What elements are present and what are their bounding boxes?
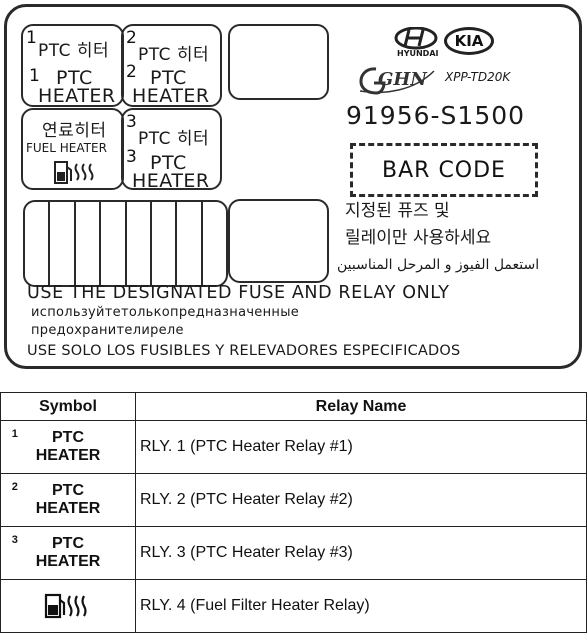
slot-3-number: 3 (126, 112, 137, 132)
model-code: XPP-TD20K (445, 70, 511, 84)
symbol-cell: 3 PTC HEATER (0, 526, 136, 580)
table-row: RLY. 4 (Fuel Filter Heater Relay) (0, 579, 587, 633)
fuse-slot (152, 202, 178, 285)
slot-3-heater-number: 3 (126, 147, 137, 167)
slot-3-heater-line2: HEATER (132, 170, 210, 192)
relay-table: Symbol Relay Name 1 PTC HEATER RLY. 1 (P… (0, 392, 587, 633)
symbol-line1: PTC (52, 429, 84, 446)
russian-instruction-line2: предохранителиреле (31, 323, 184, 338)
table-row: 2 PTC HEATER RLY. 2 (PTC Heater Relay #2… (0, 473, 587, 527)
table-header-row: Symbol Relay Name (0, 392, 587, 421)
relay-name-cell: RLY. 3 (PTC Heater Relay #3) (135, 526, 587, 580)
symbol-line1: PTC (52, 535, 84, 552)
slot-2-heater-line2: HEATER (132, 85, 210, 107)
fuse-box-label: 1 PTC 히터 1 PTC HEATER 2 PTC 히터 2 PTC HEA… (4, 4, 582, 369)
slot-2-heater-number: 2 (126, 62, 137, 82)
slot-1-heater-number: 1 (29, 66, 40, 86)
relay-name-header: Relay Name (135, 392, 587, 421)
fuse-slot (50, 202, 76, 285)
spanish-instruction: USE SOLO LOS FUSIBLES Y RELEVADORES ESPE… (27, 343, 461, 359)
fuel-heater-english: FUEL HEATER (26, 141, 107, 155)
symbol-number: 1 (11, 428, 18, 440)
symbol-line2: HEATER (35, 447, 101, 464)
slot-1-number: 1 (26, 28, 37, 48)
fuel-heater-slot: 연료히터 FUEL HEATER (21, 108, 124, 190)
english-instruction: USE THE DESIGNATED FUSE AND RELAY ONLY (27, 283, 450, 303)
symbol-header: Symbol (0, 392, 136, 421)
barcode-area: BAR CODE (350, 143, 538, 197)
hyundai-logo (394, 27, 438, 50)
slot-3-ptc-korean: PTC 히터 (138, 129, 210, 149)
relay-slot-1: 1 PTC 히터 1 PTC HEATER (21, 24, 124, 107)
slot-1-heater-line2: HEATER (38, 85, 116, 107)
ptc-heater-symbol: 3 PTC HEATER (12, 534, 101, 571)
empty-relay-slot-top (228, 24, 329, 100)
fuse-slot (177, 202, 203, 285)
fuse-slots (23, 200, 228, 287)
table-row: 1 PTC HEATER RLY. 1 (PTC Heater Relay #1… (0, 420, 587, 474)
fuel-filter-heater-icon (44, 593, 87, 619)
kia-wordmark: KIA (454, 32, 484, 50)
slot-3-heater-line1: PTC (150, 152, 187, 174)
korean-instruction-line2: 릴레이만 사용하세요 (345, 228, 492, 248)
symbol-cell (0, 579, 136, 633)
empty-relay-slot-bottom (228, 199, 329, 283)
relay-name-cell: RLY. 1 (PTC Heater Relay #1) (135, 420, 587, 474)
ghn-logo: GHN (354, 65, 438, 97)
symbol-line2: HEATER (35, 500, 101, 517)
symbol-line1: PTC (52, 482, 84, 499)
russian-instruction-line1: используйтетолькопредназначенные (31, 305, 300, 320)
slot-2-number: 2 (126, 28, 137, 48)
relay-name-cell: RLY. 4 (Fuel Filter Heater Relay) (135, 579, 587, 633)
fuel-filter-heater-icon (54, 161, 94, 184)
ghn-swoosh-icon (359, 67, 435, 95)
fuse-slot (203, 202, 226, 285)
arabic-instruction: استعمل الفيوز و المرحل المناسبين (337, 257, 540, 273)
fuel-heater-korean: 연료히터 (42, 121, 107, 141)
fuse-slot (25, 202, 51, 285)
barcode-text: BAR CODE (382, 157, 506, 183)
ptc-heater-symbol: 1 PTC HEATER (12, 428, 101, 465)
table-row: 3 PTC HEATER RLY. 3 (PTC Heater Relay #3… (0, 526, 587, 580)
slot-1-ptc-korean: PTC 히터 (38, 41, 110, 61)
relay-slot-2: 2 PTC 히터 2 PTC HEATER (121, 24, 222, 107)
symbol-number: 2 (11, 481, 18, 493)
relay-name-cell: RLY. 2 (PTC Heater Relay #2) (135, 473, 587, 527)
relay-slot-3: 3 PTC 히터 3 PTC HEATER (121, 108, 222, 192)
fuse-slot (127, 202, 152, 285)
kia-logo: KIA (444, 27, 494, 55)
symbol-number: 3 (11, 534, 18, 546)
part-number: 91956-S1500 (346, 101, 526, 130)
ptc-heater-symbol: 2 PTC HEATER (12, 481, 101, 518)
fuse-slot (101, 202, 127, 285)
symbol-cell: 2 PTC HEATER (0, 473, 136, 527)
korean-instruction-line1: 지정된 퓨즈 및 (345, 201, 450, 221)
symbol-cell: 1 PTC HEATER (0, 420, 136, 474)
slot-1-heater-line1: PTC (56, 67, 93, 89)
symbol-line2: HEATER (35, 553, 101, 570)
slot-2-heater-line1: PTC (150, 67, 187, 89)
hyundai-wordmark: HYUNDAI (397, 49, 439, 58)
fuse-slot (76, 202, 102, 285)
ghn-logo-text: GHN (378, 69, 427, 90)
slot-2-ptc-korean: PTC 히터 (138, 45, 210, 65)
